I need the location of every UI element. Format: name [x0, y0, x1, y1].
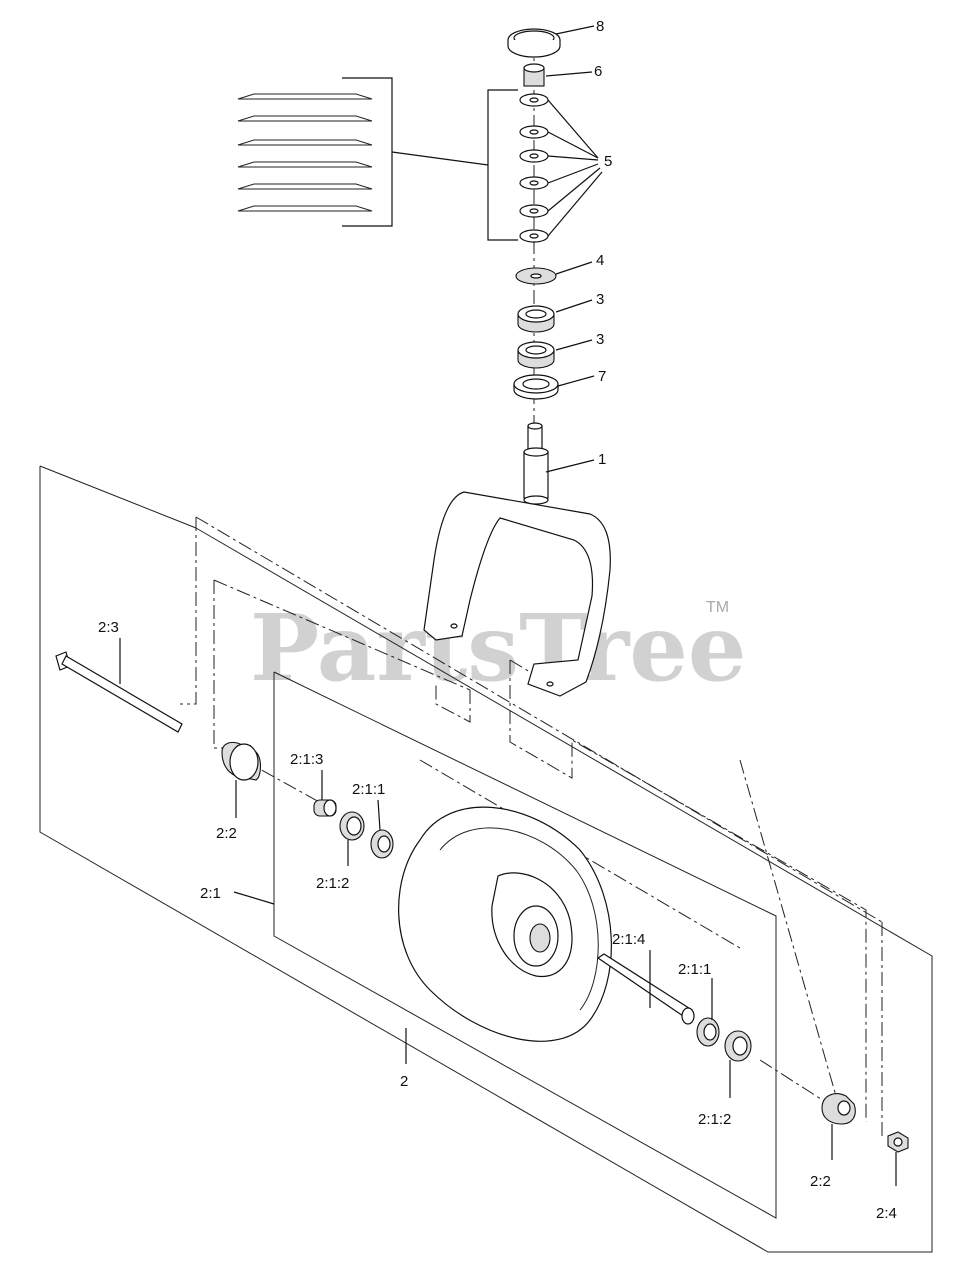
group-2-1-outline	[273, 671, 777, 1219]
label-2-1-1-right: 2:1:1	[678, 961, 711, 978]
bearing-part-3-upper	[517, 305, 555, 333]
spacer-part-2-1-3	[313, 799, 337, 817]
label-5: 5	[604, 153, 612, 170]
label-2-1-2-left: 2:1:2	[316, 875, 349, 892]
nut-part-2-4	[887, 1131, 909, 1153]
spacer-part-2-2-right	[821, 1093, 856, 1125]
bearing-cup-part-2-1-2-right	[724, 1030, 752, 1062]
label-8: 8	[596, 18, 604, 35]
watermark: PartsTree	[250, 594, 746, 702]
label-2-1-2-right: 2:1:2	[698, 1111, 731, 1128]
bearing-part-2-1-1-left	[370, 829, 394, 859]
label-2-1-4: 2:1:4	[612, 931, 645, 948]
watermark-tm: TM	[706, 599, 729, 616]
axle-bolt-part-2-3	[55, 651, 183, 733]
shim-washers-part-5	[519, 93, 549, 243]
label-2-2-right: 2:2	[810, 1173, 831, 1190]
label-3-upper: 3	[596, 291, 604, 308]
label-7: 7	[598, 368, 606, 385]
group-2-outline	[39, 465, 933, 1253]
seal-part-7	[513, 374, 559, 400]
label-6: 6	[594, 63, 602, 80]
bearing-cup-part-2-1-2-left	[339, 811, 365, 841]
wheel-tire	[398, 806, 612, 1042]
label-1: 1	[598, 451, 606, 468]
dust-cap-part-8	[507, 28, 561, 58]
thrust-washer-part-4	[515, 267, 557, 285]
spacer-part-2-2-left	[221, 741, 262, 781]
label-2-2-left: 2:2	[216, 825, 237, 842]
label-2-4: 2:4	[876, 1205, 897, 1222]
label-3-lower: 3	[596, 331, 604, 348]
nut-part-6	[523, 63, 545, 87]
label-2-3: 2:3	[98, 619, 119, 636]
label-4: 4	[596, 252, 604, 269]
bearing-part-2-1-1-right	[696, 1017, 720, 1047]
shim-detail-bracket	[237, 77, 518, 241]
label-2-1: 2:1	[200, 885, 221, 902]
leader-lines	[119, 25, 897, 1186]
label-2: 2	[400, 1073, 408, 1090]
caster-fork-part-1	[423, 422, 611, 697]
label-2-1-3: 2:1:3	[290, 751, 323, 768]
axle-tube-part-2-1-4	[596, 953, 695, 1025]
label-2-1-1-left: 2:1:1	[352, 781, 385, 798]
bearing-part-3-lower	[517, 341, 555, 369]
